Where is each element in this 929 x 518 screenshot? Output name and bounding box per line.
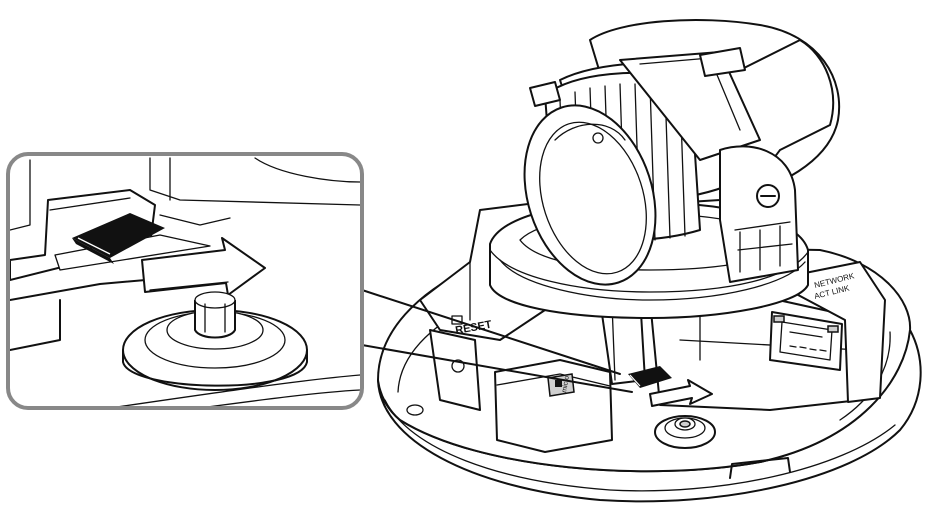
zoom-callout bbox=[6, 152, 364, 410]
mounting-post bbox=[122, 291, 308, 391]
microsd-card-small bbox=[628, 366, 672, 388]
callout-leader-lines bbox=[361, 289, 633, 393]
mounting-post-small bbox=[654, 415, 716, 449]
rj45-port-icon bbox=[769, 311, 843, 371]
eject-arrow-small-icon bbox=[649, 379, 713, 407]
microsd-card-icon bbox=[72, 209, 165, 264]
slot-marking: micro bbox=[561, 375, 571, 393]
camera-lens-module bbox=[523, 19, 841, 286]
eject-direction-arrow-icon bbox=[141, 237, 266, 296]
